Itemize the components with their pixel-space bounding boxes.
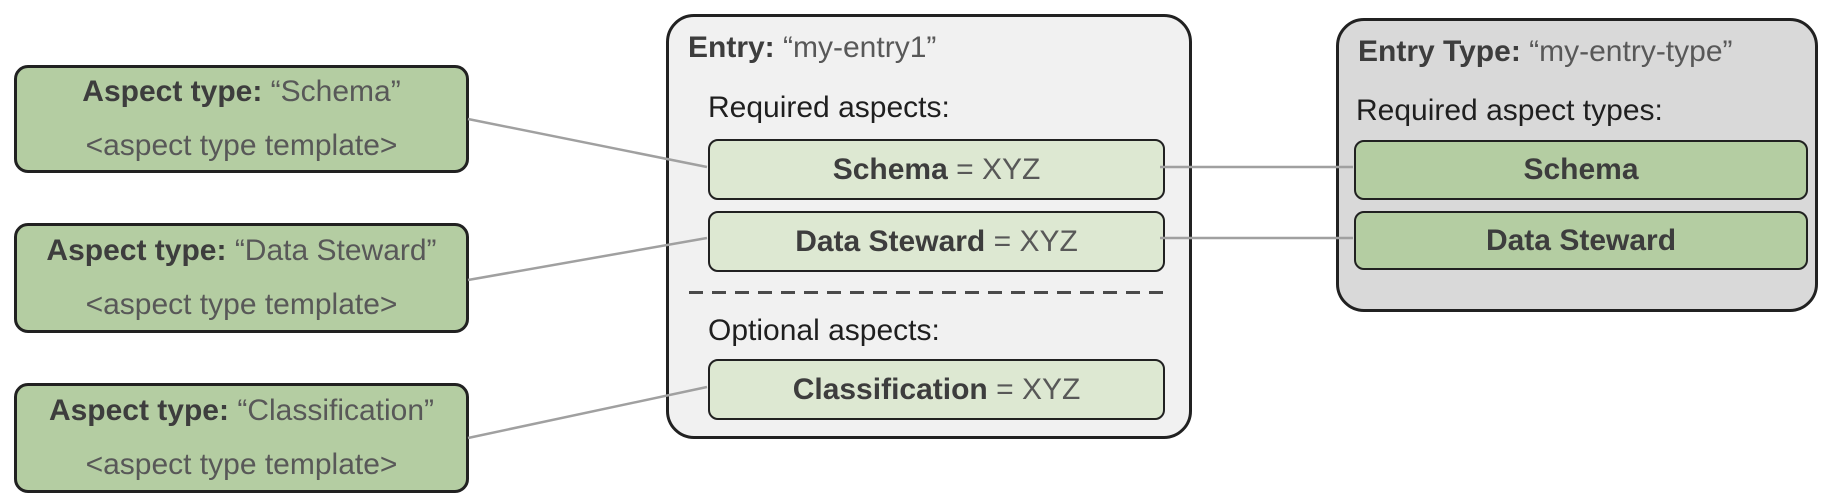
aspect-type-box-classification: Aspect type: “Classification” <aspect ty… bbox=[14, 383, 469, 493]
aspect-value: = XYZ bbox=[996, 372, 1081, 406]
aspect-type-name: “Data Steward” bbox=[234, 234, 437, 267]
entry-title: Entry: “my-entry1” bbox=[688, 29, 936, 67]
required-aspects-heading: Required aspects: bbox=[708, 91, 950, 124]
entry-type-label: Entry Type: bbox=[1358, 35, 1521, 68]
entry-label: Entry: bbox=[688, 31, 775, 64]
entry-container: Entry: “my-entry1” Required aspects: Sch… bbox=[666, 14, 1192, 439]
aspect-type-box-data-steward: Aspect type: “Data Steward” <aspect type… bbox=[14, 223, 469, 333]
aspect-type-template: <aspect type template> bbox=[85, 448, 398, 481]
aspect-type-label: Aspect type: bbox=[82, 75, 263, 108]
aspect-type-name: “Schema” bbox=[270, 75, 401, 108]
aspect-type-box-schema-title: Aspect type: “Schema” bbox=[82, 72, 400, 112]
aspect-type-box-data-steward-title: Aspect type: “Data Steward” bbox=[46, 231, 436, 271]
entry-type-container: Entry Type: “my-entry-type” Required asp… bbox=[1336, 18, 1818, 312]
optional-aspect-chip-classification: Classification = XYZ bbox=[708, 359, 1165, 420]
entry-type-name: “my-entry-type” bbox=[1529, 35, 1733, 68]
optional-aspects-heading: Optional aspects: bbox=[708, 314, 940, 347]
aspect-type-label: Aspect type: bbox=[46, 234, 227, 267]
entry-type-title: Entry Type: “my-entry-type” bbox=[1358, 33, 1733, 71]
aspect-name: Classification bbox=[792, 372, 988, 406]
aspect-value: = XYZ bbox=[956, 152, 1041, 186]
required-aspect-type-chip-data-steward: Data Steward bbox=[1354, 211, 1808, 270]
aspect-type-template: <aspect type template> bbox=[85, 288, 398, 321]
aspect-type-template: <aspect type template> bbox=[85, 129, 398, 162]
entry-name: “my-entry1” bbox=[783, 31, 937, 64]
aspect-type-name: “Classification” bbox=[237, 394, 435, 427]
required-aspect-chip-schema: Schema = XYZ bbox=[708, 139, 1165, 200]
required-aspect-type-chip-schema: Schema bbox=[1354, 140, 1808, 200]
required-aspect-chip-data-steward: Data Steward = XYZ bbox=[708, 211, 1165, 272]
required-optional-divider bbox=[689, 291, 1171, 294]
aspect-value: = XYZ bbox=[993, 224, 1078, 258]
aspect-name: Schema bbox=[832, 152, 948, 186]
aspect-type-name: Schema bbox=[1523, 153, 1639, 186]
aspect-type-label: Aspect type: bbox=[48, 394, 229, 427]
required-aspect-types-heading: Required aspect types: bbox=[1356, 94, 1663, 127]
aspect-type-box-schema: Aspect type: “Schema” <aspect type templ… bbox=[14, 65, 469, 173]
aspect-name: Data Steward bbox=[795, 224, 986, 258]
aspect-type-name: Data Steward bbox=[1485, 223, 1677, 257]
aspect-type-box-classification-title: Aspect type: “Classification” bbox=[49, 391, 434, 431]
